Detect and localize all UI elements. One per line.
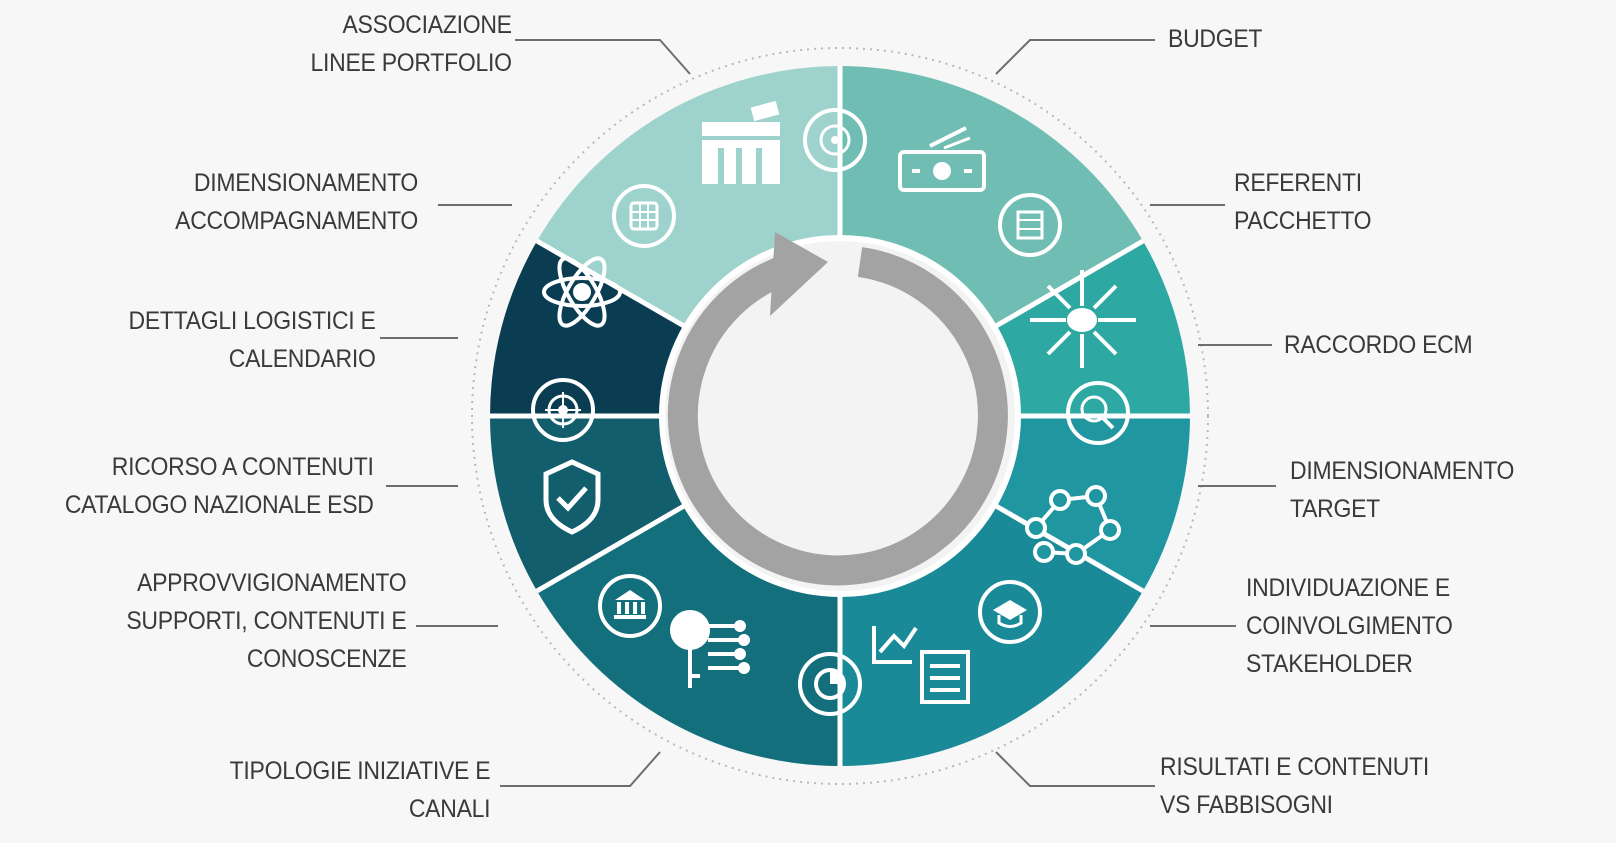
label-dettagli-logistici: DETTAGLI LOGISTICI E CALENDARIO <box>129 302 376 378</box>
sector-dettagli <box>490 241 684 416</box>
label-dimensionamento-target: DIMENSIONAMENTO TARGET <box>1290 452 1514 528</box>
calendar-grid-icon <box>612 184 676 248</box>
label-line: SUPPORTI, CONTENUTI E <box>125 607 406 635</box>
label-tipologie-iniziative: TIPOLOGIE INIZIATIVE E CANALI <box>229 752 490 828</box>
shield-check-icon <box>543 459 601 535</box>
label-risultati-contenuti: RISULTATI E CONTENUTI VS FABBISOGNI <box>1160 748 1429 824</box>
key-circuit-icon <box>670 610 750 688</box>
label-line: VS FABBISOGNI <box>1160 791 1333 819</box>
money-icon <box>898 126 986 192</box>
label-line: CALENDARIO <box>229 345 376 373</box>
label-line: REFERENTI <box>1234 169 1362 197</box>
institution-icon <box>598 574 662 638</box>
magnifier-icon <box>1066 381 1130 445</box>
sector-ricorso <box>490 416 684 591</box>
label-dimensionamento-accompagnamento: DIMENSIONAMENTO ACCOMPAGNAMENTO <box>175 164 418 240</box>
chart-document-icon <box>872 626 970 704</box>
sector-budget <box>840 66 1143 326</box>
label-line: RACCORDO ECM <box>1284 331 1473 359</box>
label-line: BUDGET <box>1168 25 1263 53</box>
inner-disc <box>659 235 1021 597</box>
cycle-arrow-icon <box>667 232 1008 586</box>
label-associazione-linee-portfolio: ASSOCIAZIONE LINEE PORTFOLIO <box>311 6 512 82</box>
label-line: CONOSCENZE <box>246 645 406 673</box>
label-line: TARGET <box>1290 495 1380 523</box>
outer-dotted-ring <box>471 47 1209 785</box>
people-network-icon <box>1025 485 1121 565</box>
label-line: INDIVIDUAZIONE E <box>1246 574 1450 602</box>
label-raccordo-ecm: RACCORDO ECM <box>1284 326 1473 364</box>
pie-chart-icon <box>798 652 862 716</box>
leader-lines <box>380 39 1276 787</box>
label-line: COINVOLGIMENTO <box>1246 612 1453 640</box>
sector-referenti <box>996 241 1190 416</box>
label-line: ASSOCIAZIONE <box>342 11 512 39</box>
label-line: TIPOLOGIE INIZIATIVE E <box>229 757 490 785</box>
label-line: RISULTATI E CONTENUTI <box>1160 753 1429 781</box>
label-line: PACCHETTO <box>1234 207 1372 235</box>
atom-icon <box>542 256 622 328</box>
badges <box>531 108 1130 716</box>
gear-wheel-icon <box>803 108 867 172</box>
label-line: LINEE PORTFOLIO <box>310 49 512 77</box>
label-line: CATALOGO NAZIONALE ESD <box>65 491 374 519</box>
network-arrows-icon <box>1030 270 1136 368</box>
label-approvvigionamento: APPROVVIGIONAMENTO SUPPORTI, CONTENUTI E… <box>126 564 406 678</box>
label-line: ACCOMPAGNAMENTO <box>175 207 418 235</box>
abacus-icon <box>998 193 1062 257</box>
label-line: CANALI <box>408 795 491 823</box>
label-budget: BUDGET <box>1168 20 1262 58</box>
label-individuazione-stakeholder: INDIVIDUAZIONE E COINVOLGIMENTO STAKEHOL… <box>1246 569 1453 683</box>
graduation-cap-icon <box>978 580 1042 644</box>
shelves-icon <box>702 100 780 184</box>
label-line: DETTAGLI LOGISTICI E <box>128 307 376 335</box>
label-line: APPROVVIGIONAMENTO <box>136 569 407 597</box>
label-ricorso-contenuti: RICORSO A CONTENUTI CATALOGO NAZIONALE E… <box>65 448 374 524</box>
target-icon <box>531 378 595 442</box>
label-line: STAKEHOLDER <box>1246 650 1413 678</box>
label-line: DIMENSIONAMENTO <box>193 169 418 197</box>
label-referenti-pacchetto: REFERENTI PACCHETTO <box>1234 164 1372 240</box>
label-line: DIMENSIONAMENTO <box>1290 457 1515 485</box>
label-line: RICORSO A CONTENUTI <box>112 453 375 481</box>
